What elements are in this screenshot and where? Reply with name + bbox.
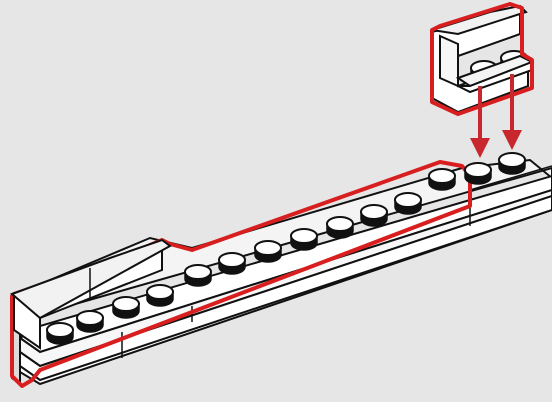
stud-plate-1 (185, 265, 211, 286)
stud-plate-7 (395, 193, 421, 214)
stud-plate-2 (219, 253, 245, 274)
new-bracket-wall-face (440, 36, 458, 86)
stud-target-2 (499, 153, 525, 174)
stud-plate-6 (361, 205, 387, 226)
stud-plate-3 (255, 241, 281, 262)
stud-left-bracket-3 (113, 297, 139, 318)
stud-plate-5 (327, 217, 353, 238)
stud-left-bracket-1 (77, 311, 103, 332)
stud-left-bracket-4 (147, 285, 173, 306)
stud-plate-4 (291, 229, 317, 250)
stud-target-1 (465, 163, 491, 184)
stud-left-bracket-2 (47, 323, 73, 344)
stud-plate-8 (429, 169, 455, 190)
